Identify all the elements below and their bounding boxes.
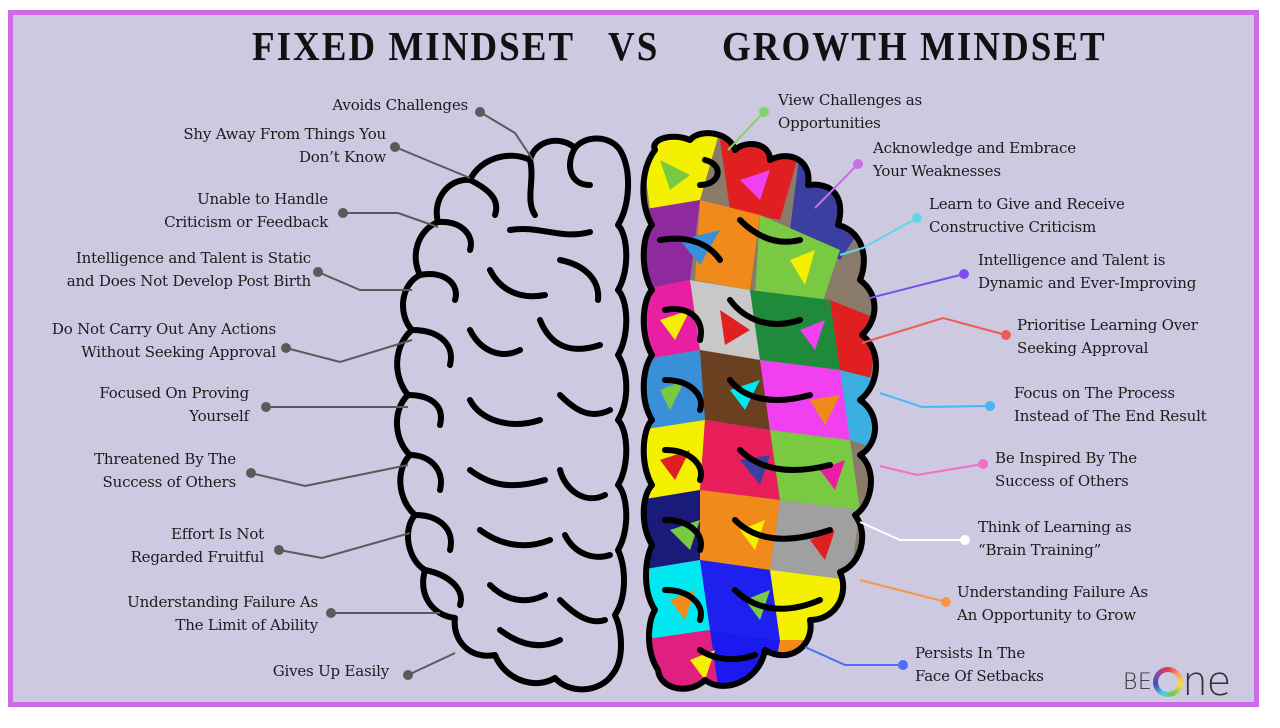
growth-dot-icon	[960, 535, 970, 545]
growth-item-challenges-opportunities: View Challenges as Opportunities	[778, 91, 923, 132]
fixed-leader-lines	[250, 111, 534, 676]
logo-be-text: BE	[1123, 669, 1153, 695]
growth-dot-icon	[941, 597, 951, 607]
title-vs: VS	[608, 24, 660, 71]
fixed-item-failure-limit: Understanding Failure As The Limit of Ab…	[127, 593, 318, 634]
fixed-item-threatened-by-success: Threatened By The Success of Others	[94, 450, 236, 491]
fixed-dot-icon	[475, 107, 485, 117]
growth-dot-icon	[898, 660, 908, 670]
fixed-dot-icon	[403, 670, 413, 680]
growth-dot-icon	[853, 159, 863, 169]
growth-leader-lines	[727, 111, 1007, 666]
title-growth-mindset: Growth Mindset	[722, 24, 1107, 71]
fixed-dot-icon	[313, 267, 323, 277]
fixed-item-unable-to-handle-criticism: Unable to Handle Criticism or Feedback	[164, 190, 328, 231]
growth-dot-icon	[759, 107, 769, 117]
fixed-brain-outline	[393, 135, 631, 693]
title-fixed-mindset: Fixed Mindset	[252, 24, 576, 71]
growth-dot-icon	[978, 459, 988, 469]
infographic-frame	[8, 10, 1259, 707]
fixed-dot-icon	[261, 402, 271, 412]
growth-dot-icon	[985, 401, 995, 411]
fixed-dot-icon	[326, 608, 336, 618]
fixed-dot-icon	[246, 468, 256, 478]
growth-item-brain-training: Think of Learning as “Brain Training”	[978, 518, 1132, 559]
beone-logo: BE ne	[1123, 659, 1231, 705]
growth-item-inspired-by-success: Be Inspired By The Success of Others	[995, 449, 1137, 490]
growth-item-persists-setbacks: Persists In The Face Of Setbacks	[915, 644, 1044, 685]
fixed-item-avoids-challenges: Avoids Challenges	[332, 96, 468, 114]
fixed-item-effort-not-fruitful: Effort Is Not Regarded Fruitful	[130, 525, 265, 566]
page-title: Fixed Mindset VS Growth Mindset	[0, 23, 1280, 79]
fixed-dot-icon	[390, 142, 400, 152]
logo-ne-text: ne	[1182, 659, 1231, 705]
growth-item-intelligence-dynamic: Intelligence and Talent is Dynamic and E…	[978, 251, 1197, 292]
growth-item-failure-opportunity: Understanding Failure As An Opportunity …	[957, 583, 1148, 624]
fixed-item-gives-up-easily: Gives Up Easily	[272, 662, 389, 680]
fixed-dot-icon	[338, 208, 348, 218]
fixed-dot-icon	[281, 343, 291, 353]
rainbow-ring-icon	[1153, 667, 1184, 697]
growth-leader-dots	[759, 107, 1011, 670]
fixed-dot-icon	[274, 545, 284, 555]
growth-dot-icon	[912, 213, 922, 223]
growth-item-prioritise-learning: Prioritise Learning Over Seeking Approva…	[1017, 316, 1198, 357]
growth-dot-icon	[959, 269, 969, 279]
growth-item-focus-process: Focus on The Process Instead of The End …	[1014, 384, 1207, 425]
fixed-leader-dots	[246, 107, 485, 680]
growth-item-constructive-criticism: Learn to Give and Receive Constructive C…	[929, 195, 1125, 236]
growth-brain-outline	[640, 130, 879, 692]
fixed-item-proving-yourself: Focused On Proving Yourself	[99, 384, 249, 425]
fixed-item-seeking-approval: Do Not Carry Out Any Actions Without See…	[51, 320, 276, 361]
fixed-item-intelligence-static: Intelligence and Talent is Static and Do…	[66, 249, 311, 290]
fixed-item-shy-away: Shy Away From Things You Don’t Know	[183, 125, 386, 166]
growth-dot-icon	[1001, 330, 1011, 340]
growth-item-embrace-weaknesses: Acknowledge and Embrace Your Weaknesses	[873, 139, 1076, 180]
growth-brain-fill	[643, 133, 877, 689]
